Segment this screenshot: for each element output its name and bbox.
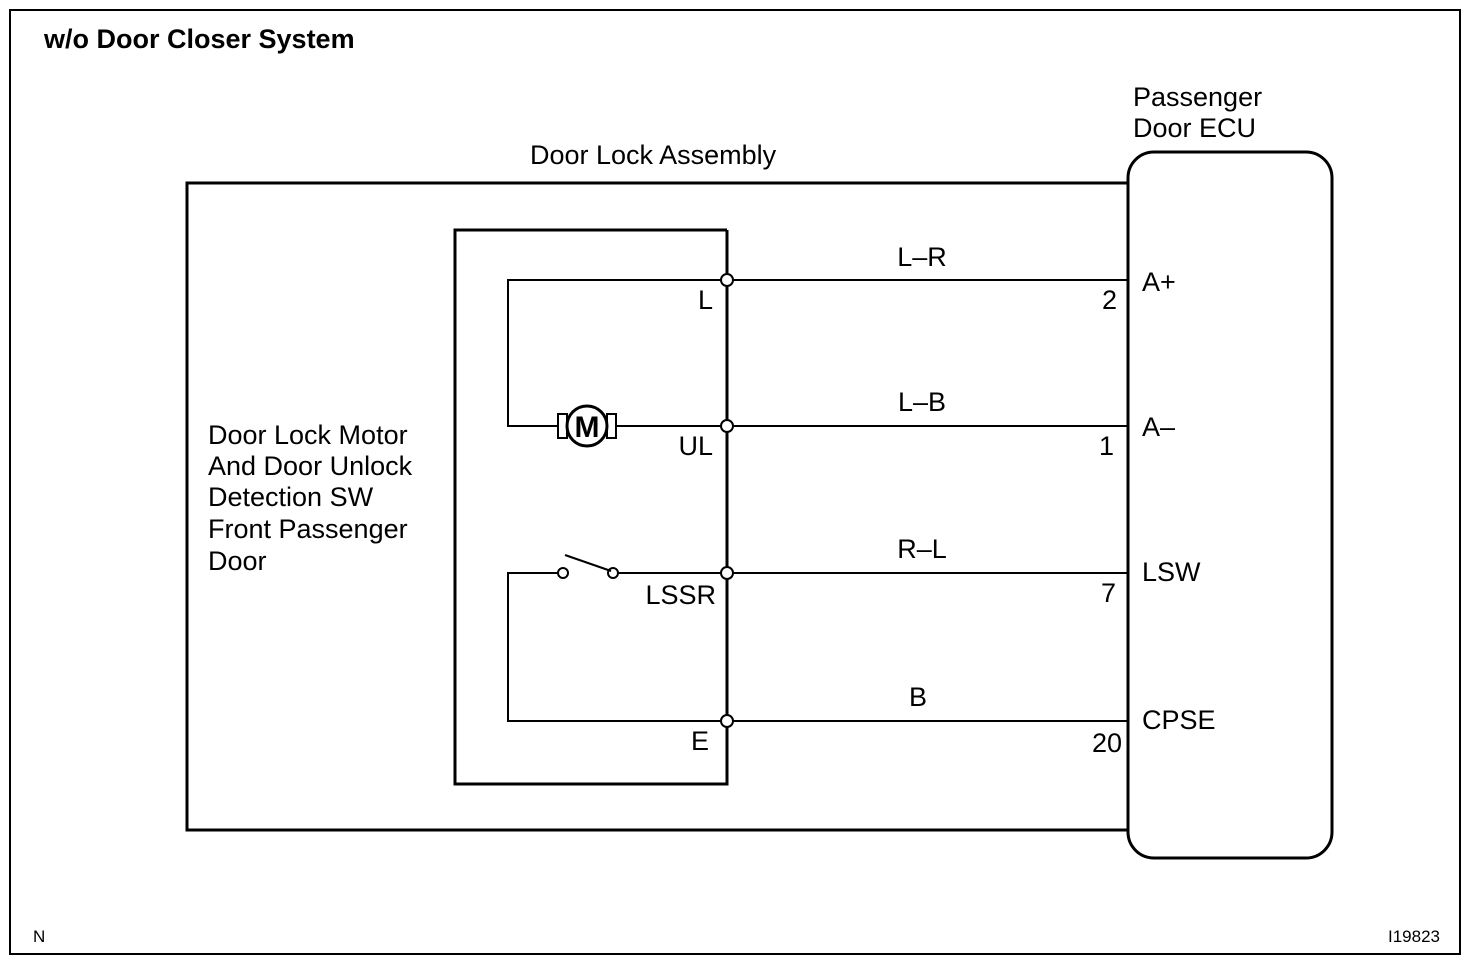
switch-loop-wire xyxy=(507,572,727,722)
terminal-label-e: E xyxy=(691,726,709,756)
pin-number-7: 7 xyxy=(1101,578,1116,608)
ecu-terminal-a-plus: A+ xyxy=(1142,267,1176,297)
component-label-line3: Detection SW xyxy=(208,482,374,512)
motor-icon: M xyxy=(557,404,617,448)
wire-color-b: B xyxy=(909,682,927,712)
component-label-line4: Front Passenger xyxy=(208,514,408,544)
pin-number-2: 2 xyxy=(1102,285,1117,315)
terminal-label-ul: UL xyxy=(678,431,713,461)
wire-color-l-b: L–B xyxy=(898,387,946,417)
wire-color-r-l: R–L xyxy=(897,534,947,564)
wire-color-l-r: L–R xyxy=(897,242,947,272)
motor-symbol-letter: M xyxy=(575,411,600,444)
assembly-label: Door Lock Assembly xyxy=(530,140,777,170)
terminal-node-e xyxy=(720,714,734,728)
footer-right-code: I19823 xyxy=(1388,927,1440,946)
ecu-label-line1: Passenger xyxy=(1133,82,1262,112)
outer-frame xyxy=(9,9,1461,955)
terminal-node-l xyxy=(720,273,734,287)
component-label-line5: Door xyxy=(208,546,267,576)
diagram-title: w/o Door Closer System xyxy=(43,24,355,54)
ecu-box xyxy=(1126,150,1334,860)
footer-left-code: N xyxy=(33,927,45,946)
terminal-label-lssr: LSSR xyxy=(645,580,716,610)
ecu-terminal-cpse: CPSE xyxy=(1142,705,1216,735)
terminal-label-l: L xyxy=(698,285,713,315)
component-label-line1: Door Lock Motor xyxy=(208,420,408,450)
component-box xyxy=(453,228,729,786)
terminal-node-lssr xyxy=(720,566,734,580)
ecu-label-line2: Door ECU xyxy=(1133,113,1256,143)
pin-number-20: 20 xyxy=(1092,728,1122,758)
switch-icon xyxy=(557,554,619,579)
terminal-node-ul xyxy=(720,419,734,433)
pin-number-1: 1 xyxy=(1099,431,1114,461)
assembly-box xyxy=(185,181,1128,832)
motor-loop-wire xyxy=(507,279,727,427)
ecu-terminal-a-minus: A– xyxy=(1142,412,1175,442)
ecu-terminal-lsw: LSW xyxy=(1142,557,1201,587)
component-label-line2: And Door Unlock xyxy=(208,451,413,481)
